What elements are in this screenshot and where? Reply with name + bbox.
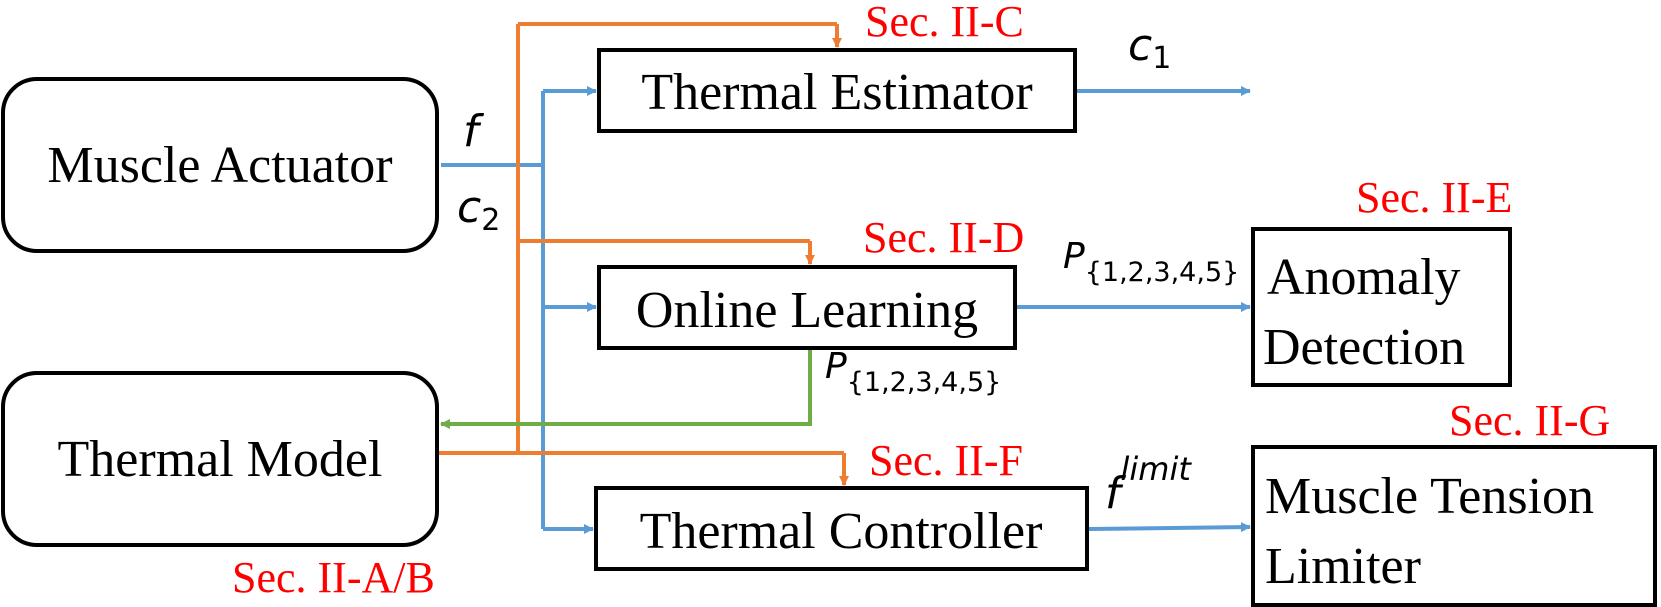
section-label-online-learning: Sec. II-D <box>863 213 1024 262</box>
muscle-tension-limiter-label-line1: Muscle Tension <box>1265 468 1594 525</box>
section-label-limiter: Sec. II-G <box>1449 396 1610 445</box>
variable-f-limit-label: flimit <box>1105 450 1192 519</box>
section-label-controller: Sec. II-F <box>869 436 1023 485</box>
blue-signal-lines <box>441 86 1251 534</box>
section-label-estimator: Sec. II-C <box>865 0 1024 46</box>
thermal-model-label: Thermal Model <box>58 431 383 488</box>
learning-to-model-feedback <box>440 348 812 429</box>
controller-to-limiter-arrow <box>1088 522 1251 533</box>
variable-p-anomaly-label: P{1,2,3,4,5} <box>1063 236 1239 288</box>
block-anomaly-detection: Anomaly Detection <box>1251 227 1512 387</box>
thermal-estimator-label: Thermal Estimator <box>641 64 1032 121</box>
green-feedback-line <box>440 348 812 429</box>
variable-f-label: f <box>463 106 485 157</box>
block-thermal-controller: Thermal Controller <box>594 486 1089 571</box>
section-label-anomaly: Sec. II-E <box>1356 173 1512 222</box>
variable-p-feedback-label: P{1,2,3,4,5} <box>825 346 1001 398</box>
block-muscle-tension-limiter: Muscle Tension Limiter <box>1251 445 1657 607</box>
variable-c1-label: c1 <box>1128 20 1171 76</box>
section-label-model: Sec. II-A/B <box>232 553 435 602</box>
block-online-learning: Online Learning <box>597 265 1017 350</box>
block-thermal-estimator: Thermal Estimator <box>597 48 1077 133</box>
variable-labels: f c2 c1 P{1,2,3,4,5} P{1,2,3,4,5} flimit <box>457 20 1239 519</box>
anomaly-detection-label-line1: Anomaly <box>1267 249 1461 306</box>
thermal-controller-label: Thermal Controller <box>640 503 1043 560</box>
block-muscle-actuator: Muscle Actuator <box>1 77 439 253</box>
variable-c2-label: c2 <box>457 182 500 238</box>
block-thermal-model: Thermal Model <box>1 371 439 547</box>
anomaly-detection-label-line2: Detection <box>1263 319 1465 376</box>
muscle-tension-limiter-label-line2: Limiter <box>1265 538 1421 595</box>
section-labels: Sec. II-C Sec. II-D Sec. II-E Sec. II-F … <box>232 0 1610 602</box>
online-learning-label: Online Learning <box>636 282 978 339</box>
orange-model-lines <box>437 22 849 486</box>
muscle-actuator-label: Muscle Actuator <box>47 137 392 194</box>
